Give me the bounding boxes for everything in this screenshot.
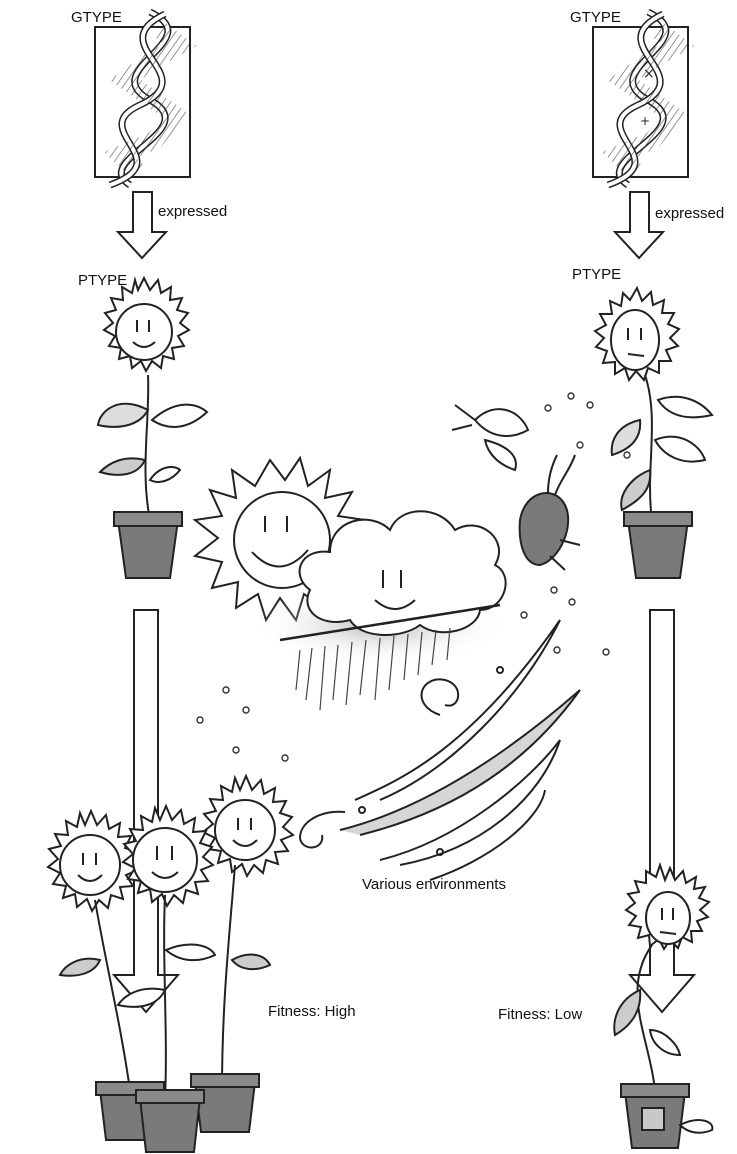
high-fitness-sunflowers-icon bbox=[48, 776, 293, 1152]
right-genotype-dna-icon: × + bbox=[593, 12, 688, 185]
right-expressed-arrow bbox=[615, 192, 663, 258]
left-genotype-dna-icon bbox=[95, 12, 190, 185]
right-selection-arrow bbox=[630, 610, 694, 1012]
svg-text:×: × bbox=[643, 66, 655, 82]
left-phenotype-sunflower-icon bbox=[98, 278, 207, 578]
left-expressed-arrow bbox=[118, 192, 166, 258]
left-expressed-label: expressed bbox=[158, 203, 227, 220]
right-genotype-label: GTYPE bbox=[570, 9, 621, 26]
low-fitness-label: Fitness: Low bbox=[498, 1006, 582, 1023]
svg-text:+: + bbox=[640, 114, 650, 128]
left-phenotype-label: PTYPE bbox=[78, 272, 127, 289]
left-genotype-label: GTYPE bbox=[71, 9, 122, 26]
butterfly-icon bbox=[452, 405, 528, 470]
right-phenotype-sunflower-icon bbox=[595, 288, 712, 578]
right-phenotype-label: PTYPE bbox=[572, 266, 621, 283]
beetle-icon bbox=[520, 455, 580, 570]
right-expressed-label: expressed bbox=[655, 205, 724, 222]
environment-label: Various environments bbox=[362, 876, 506, 893]
high-fitness-label: Fitness: High bbox=[268, 1003, 356, 1020]
